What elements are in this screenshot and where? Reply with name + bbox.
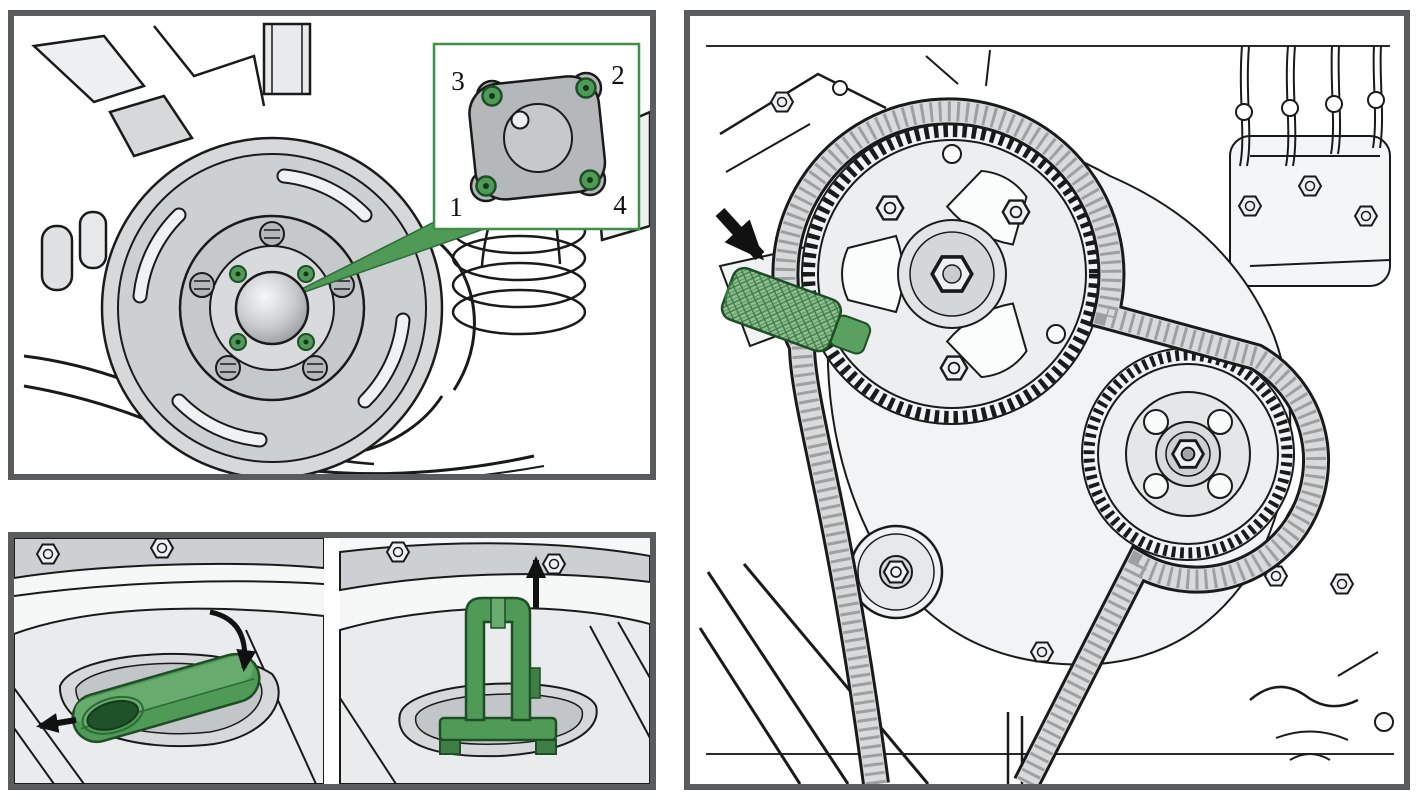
lever-step-rotate — [14, 538, 325, 784]
hub-sequence-panel: 3 2 1 4 — [8, 10, 656, 480]
timing-illustration — [698, 45, 1394, 784]
inset-dowel-hole — [510, 110, 530, 130]
hub-centre-cap — [234, 270, 310, 346]
timing-belt — [771, 97, 1331, 784]
bolt-icon — [542, 553, 566, 575]
bolt-icon — [150, 538, 174, 559]
idler-pulley — [848, 524, 944, 620]
plate-bolt — [1030, 641, 1054, 663]
sequence-label-3: 3 — [451, 66, 465, 96]
sprocket-bolt — [939, 355, 969, 381]
inset-green-bolts — [475, 77, 601, 197]
sequence-label-1: 1 — [449, 192, 463, 222]
lever-step-lift — [339, 538, 650, 784]
release-latch — [438, 596, 558, 755]
locking-pin — [720, 266, 872, 355]
pin-pointer-arrow — [715, 207, 765, 261]
bolt-icon — [386, 541, 410, 563]
sprocket-bolt — [875, 195, 905, 221]
sprocket-web-cutouts — [841, 169, 1028, 379]
bolt-icon — [36, 543, 60, 565]
injection-pump-sprocket — [1081, 347, 1295, 561]
pull-left-arrow — [36, 713, 77, 733]
release-lever — [71, 652, 261, 744]
lever-illustration — [14, 538, 650, 784]
hub-green-bolt — [229, 265, 315, 351]
sprocket-bolt — [1001, 199, 1031, 225]
camshaft-sprocket — [801, 123, 1103, 425]
hub-illustration: 3 2 1 4 — [23, 22, 650, 474]
release-lever-panel — [8, 532, 656, 790]
timing-belt-panel — [684, 10, 1410, 790]
sequence-label-4: 4 — [613, 190, 627, 220]
image-divider — [324, 538, 340, 784]
sequence-label-2: 2 — [611, 60, 625, 90]
rotate-arrow — [209, 609, 257, 672]
torque-sequence-inset: 3 2 1 4 — [432, 42, 641, 231]
